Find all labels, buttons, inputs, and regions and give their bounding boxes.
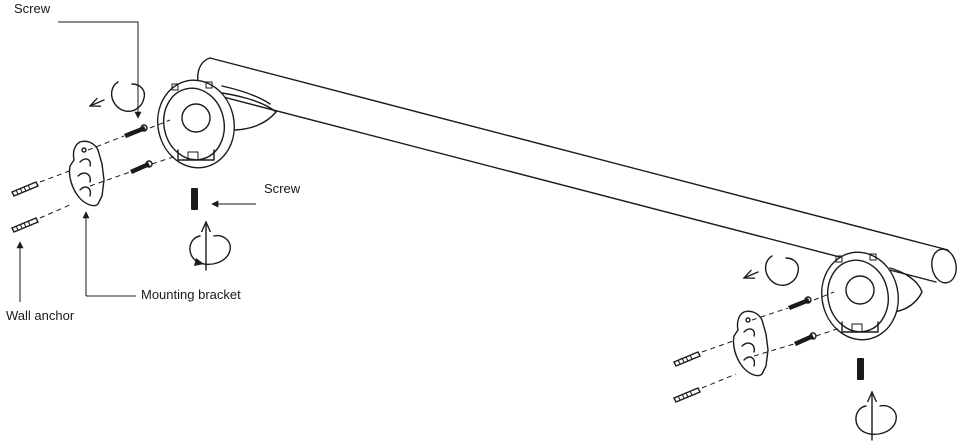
right-rosette	[821, 251, 923, 341]
left-rotate-arrow-icon	[90, 81, 146, 112]
right-screwdriver-rotate-icon	[855, 392, 897, 441]
leader-lines-left	[16, 21, 142, 302]
label-wall-anchor: Wall anchor	[6, 308, 75, 323]
towel-bar	[197, 57, 957, 284]
right-set-screw	[857, 358, 864, 380]
left-set-screw	[191, 188, 256, 210]
left-wall-anchors	[11, 169, 73, 233]
right-wall-anchors	[673, 339, 737, 403]
left-mounting-bracket	[68, 140, 105, 207]
label-screw-middle: Screw	[264, 181, 301, 196]
label-screw-top: Screw	[14, 1, 51, 16]
left-screwdriver-rotate-icon	[189, 222, 231, 271]
label-mounting-bracket: Mounting bracket	[141, 287, 241, 302]
left-rosette	[157, 79, 277, 169]
right-mounting-bracket	[732, 310, 769, 377]
right-rotate-arrow-icon	[744, 255, 800, 286]
left-bracket-screws	[87, 119, 177, 187]
right-bracket-screws	[751, 291, 841, 357]
